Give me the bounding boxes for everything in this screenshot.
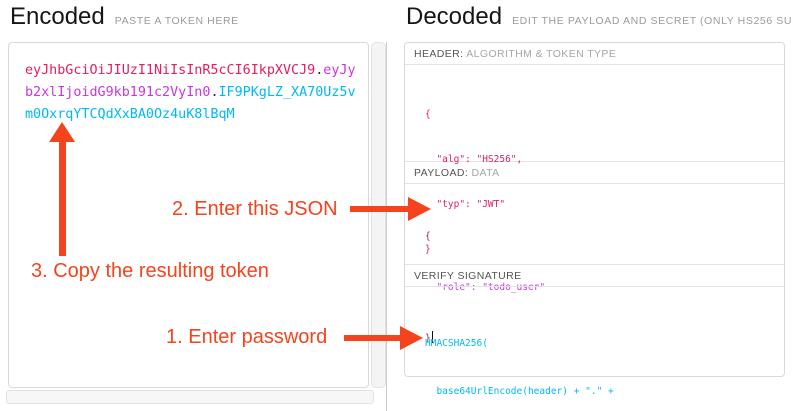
token-separator-1: . <box>315 63 324 78</box>
token-separator-2: . <box>210 85 219 100</box>
scrollbar-track[interactable] <box>371 42 386 388</box>
header-label-hint: ALGORITHM & TOKEN TYPE <box>466 48 617 60</box>
arrow-to-payload-head <box>408 197 431 221</box>
token-header-segment[interactable]: eyJhbGciOiJIUzI1NiIsInR5cCI6IkpXVCJ9 <box>25 63 316 78</box>
arrow-to-payload-shaft <box>350 206 409 212</box>
signature-line-2: base64UrlEncode(header) + "." + <box>425 386 614 397</box>
payload-label-hint: DATA <box>471 167 500 179</box>
signature-line-1: HMACSHA256( <box>425 338 488 349</box>
token-payload-segment[interactable]: eyJyb2xlIjoidG9kb191c2VyIn0 <box>25 63 356 100</box>
payload-json-role-line: "role": "todo_user" <box>425 282 546 293</box>
header-json-typ-line: "typ": "JWT" <box>425 199 506 210</box>
arrow-to-token-shaft <box>59 141 66 256</box>
decoded-subtitle: EDIT THE PAYLOAD AND SECRET (ONLY HS256 … <box>512 15 793 27</box>
header-section-label: HEADER: ALGORITHM & TOKEN TYPE <box>405 43 784 65</box>
verify-signature-label: VERIFY SIGNATURE <box>405 265 784 287</box>
arrow-to-secret-head <box>400 326 423 350</box>
signature-formula: HMACSHA256( base64UrlEncode(header) + ".… <box>405 287 784 411</box>
annotation-step3: 3. Copy the resulting token <box>31 260 269 282</box>
column-divider <box>386 42 387 411</box>
arrow-to-token-head <box>49 122 75 142</box>
payload-label-strong: PAYLOAD: <box>414 167 469 179</box>
decoded-panel: HEADER: ALGORITHM & TOKEN TYPE { "alg": … <box>404 42 785 397</box>
text-cursor <box>431 331 433 343</box>
payload-json-open-brace: { <box>425 231 431 242</box>
payload-section-label: PAYLOAD: DATA <box>405 162 784 184</box>
header-json-editor[interactable]: { "alg": "HS256", "typ": "JWT" } <box>405 65 784 255</box>
encoded-heading: Encoded PASTE A TOKEN HERE <box>10 3 239 31</box>
payload-json-editor[interactable]: { "role": "todo_user" } <box>405 184 784 344</box>
header-json-close-brace: } <box>425 244 431 255</box>
header-label-strong: HEADER: <box>414 48 464 60</box>
header-json-alg-line: "alg": "HS256", <box>425 154 523 165</box>
encoded-title: Encoded <box>10 3 105 30</box>
token-signature-segment[interactable]: IF9PKgLZ_XA70Uz5vm0OxrqYTCQdXxBA0Oz4uK8l… <box>25 85 356 122</box>
header-json-open-brace: { <box>425 109 431 120</box>
encoded-footer-bar <box>6 390 374 404</box>
annotation-step2: 2. Enter this JSON <box>172 198 338 220</box>
payload-json-close-brace: } <box>425 333 431 344</box>
decoded-heading: Decoded EDIT THE PAYLOAD AND SECRET (ONL… <box>406 3 793 31</box>
encoded-subtitle: PASTE A TOKEN HERE <box>114 15 239 27</box>
verify-label-strong: VERIFY SIGNATURE <box>414 270 522 282</box>
annotation-step1: 1. Enter password <box>166 326 328 348</box>
token-editor[interactable]: eyJhbGciOiJIUzI1NiIsInR5cCI6IkpXVCJ9.eyJ… <box>25 60 361 126</box>
arrow-to-secret-shaft <box>344 335 401 341</box>
encoded-panel: eyJhbGciOiJIUzI1NiIsInR5cCI6IkpXVCJ9.eyJ… <box>8 42 369 388</box>
decoded-title: Decoded <box>406 3 503 30</box>
